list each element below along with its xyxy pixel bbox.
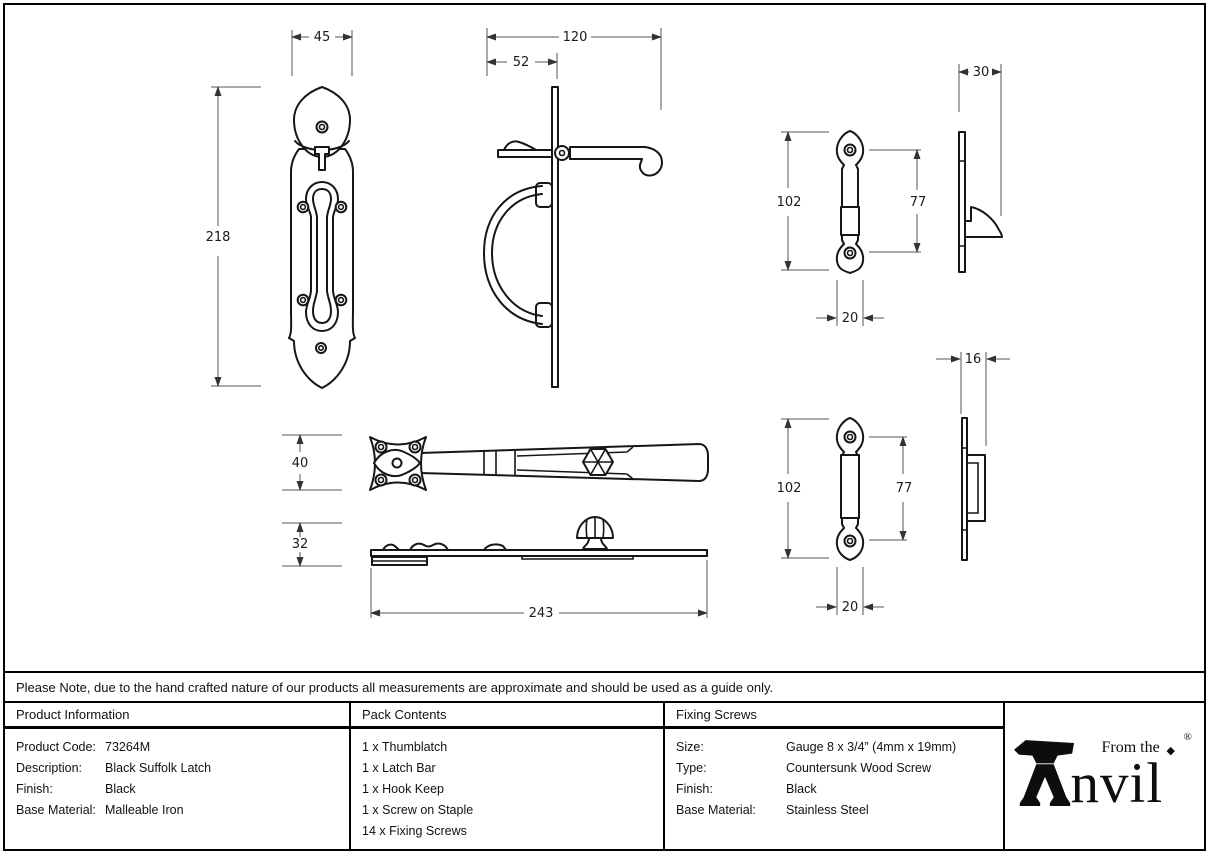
hook-keep-side-dimensions: 30 bbox=[958, 64, 1002, 216]
pack-contents-body: 1 x Thumblatch 1 x Latch Bar 1 x Hook Ke… bbox=[351, 729, 663, 841]
brand-tagline: From the bbox=[1101, 739, 1160, 756]
row-label: Finish: bbox=[676, 781, 713, 796]
row-value: Gauge 8 x 3/4” (4mm x 19mm) bbox=[786, 739, 957, 754]
fixing-screws-column: Fixing Screws Size: Gauge 8 x 3/4” (4mm … bbox=[665, 703, 1005, 849]
dim-bar-length: 243 bbox=[529, 606, 554, 621]
brand-wordmark: nvil bbox=[1070, 752, 1164, 815]
table-row: Product Code: 73264M bbox=[16, 736, 338, 757]
product-information-body: Product Code: 73264M Description: Black … bbox=[5, 729, 349, 820]
product-information-header: Product Information bbox=[5, 703, 349, 729]
note-bar: Please Note, due to the hand crafted nat… bbox=[5, 673, 1204, 703]
table-row: Base Material: Malleable Iron bbox=[16, 799, 338, 820]
table-row: Size: Gauge 8 x 3/4” (4mm x 19mm) bbox=[676, 736, 992, 757]
dim-keep-height: 102 bbox=[777, 195, 802, 210]
dim-side-depth: 120 bbox=[563, 30, 588, 45]
staple-side-dimensions: 16 bbox=[936, 352, 1010, 446]
thumblatch-side-dimensions: 120 52 bbox=[486, 28, 662, 110]
row-value: Malleable Iron bbox=[105, 802, 184, 817]
dim-thumblatch-width: 45 bbox=[314, 30, 331, 45]
info-columns: Product Information Product Code: 73264M… bbox=[5, 703, 1204, 849]
table-row: Finish: Black bbox=[676, 778, 992, 799]
hook-keep-side-view-drawing bbox=[958, 131, 1003, 273]
anvil-icon bbox=[1013, 740, 1074, 806]
row-value: Stainless Steel bbox=[786, 802, 869, 817]
dim-bar-plate-width: 40 bbox=[292, 456, 309, 471]
product-information-column: Product Information Product Code: 73264M… bbox=[5, 703, 351, 849]
hook-keep-front-dimensions: 102 77 20 bbox=[777, 131, 927, 326]
technical-drawings: 45 218 120 52 bbox=[206, 28, 1010, 621]
row-label: Product Code: bbox=[16, 739, 96, 754]
dim-staple-projection: 16 bbox=[965, 352, 982, 367]
list-item: 1 x Latch Bar bbox=[362, 760, 436, 775]
thumblatch-side-view-drawing bbox=[483, 86, 663, 388]
row-label: Type: bbox=[676, 760, 707, 775]
list-item: 1 x Screw on Staple bbox=[362, 802, 474, 817]
dim-keep-hole-spacing: 77 bbox=[910, 195, 927, 210]
fixing-screws-title: Fixing Screws bbox=[676, 707, 757, 722]
table-row: Finish: Black bbox=[16, 778, 338, 799]
thumblatch-front-dimensions: 45 218 bbox=[206, 30, 353, 387]
table-row: Base Material: Stainless Steel bbox=[676, 799, 992, 820]
row-label: Finish: bbox=[16, 781, 53, 796]
fixing-screws-body: Size: Gauge 8 x 3/4” (4mm x 19mm) Type: … bbox=[665, 729, 1003, 820]
list-item: 1 x Thumblatch bbox=[362, 739, 448, 754]
row-value: Countersunk Wood Screw bbox=[786, 760, 931, 775]
dim-keep-projection: 30 bbox=[973, 65, 990, 80]
staple-front-view-drawing bbox=[835, 417, 865, 561]
registered-trademark-symbol: ® bbox=[1183, 731, 1192, 743]
dim-keep-width: 20 bbox=[842, 311, 859, 326]
brand-logo-cell: nvil From the ◆ ® bbox=[1005, 703, 1204, 849]
row-value: Black Suffolk Latch bbox=[105, 760, 212, 775]
dim-bar-side-height: 32 bbox=[292, 537, 309, 552]
latch-bar-side-view-drawing bbox=[370, 516, 708, 566]
thumblatch-front-view-drawing bbox=[288, 86, 356, 389]
latch-bar-side-dimensions: 32 243 bbox=[282, 522, 708, 621]
dim-staple-height: 102 bbox=[777, 481, 802, 496]
fixing-screws-header: Fixing Screws bbox=[665, 703, 1003, 729]
product-information-title: Product Information bbox=[16, 707, 130, 722]
row-label: Description: bbox=[16, 760, 82, 775]
info-table: Please Note, due to the hand crafted nat… bbox=[3, 671, 1206, 851]
staple-side-view-drawing bbox=[961, 417, 986, 561]
dim-thumblatch-height: 218 bbox=[206, 230, 231, 245]
latch-bar-top-dimensions: 40 bbox=[282, 434, 342, 491]
list-item: 14 x Fixing Screws bbox=[362, 823, 467, 838]
row-value: 73264M bbox=[105, 739, 151, 754]
row-value: Black bbox=[786, 781, 817, 796]
latch-bar-top-view-drawing bbox=[369, 436, 709, 491]
table-row: Type: Countersunk Wood Screw bbox=[676, 757, 992, 778]
row-value: Black bbox=[105, 781, 136, 796]
dim-handle-projection: 52 bbox=[513, 55, 530, 70]
table-row: Description: Black Suffolk Latch bbox=[16, 757, 338, 778]
pack-contents-header: Pack Contents bbox=[351, 703, 663, 729]
row-label: Base Material: bbox=[676, 802, 756, 817]
dim-staple-hole-spacing: 77 bbox=[896, 481, 913, 496]
pack-contents-title: Pack Contents bbox=[362, 707, 447, 722]
note-text: Please Note, due to the hand crafted nat… bbox=[16, 679, 774, 695]
diamond-icon: ◆ bbox=[1166, 745, 1175, 757]
row-label: Base Material: bbox=[16, 802, 96, 817]
row-label: Size: bbox=[676, 739, 704, 754]
staple-front-dimensions: 102 77 20 bbox=[777, 418, 913, 615]
pack-contents-column: Pack Contents 1 x Thumblatch 1 x Latch B… bbox=[351, 703, 665, 849]
hook-keep-front-view-drawing bbox=[835, 130, 865, 274]
list-item: 1 x Hook Keep bbox=[362, 781, 444, 796]
from-the-anvil-logo: nvil From the ◆ ® bbox=[1013, 731, 1196, 817]
dim-staple-width: 20 bbox=[842, 600, 859, 615]
